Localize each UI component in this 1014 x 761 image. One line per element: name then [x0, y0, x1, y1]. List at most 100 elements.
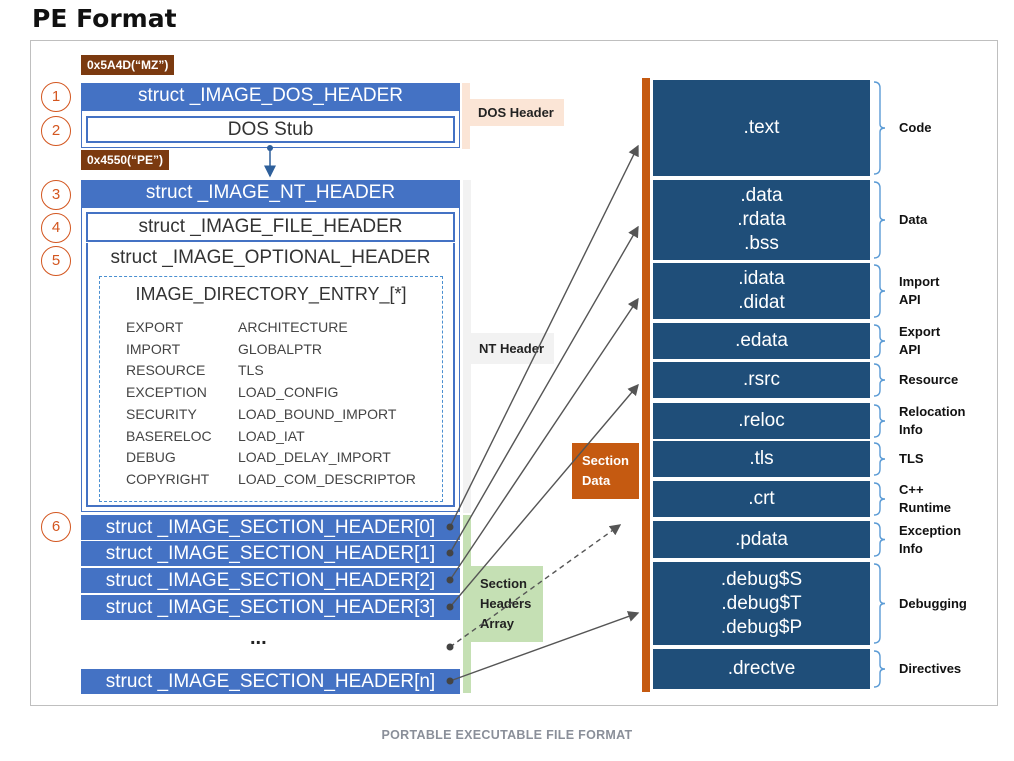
section-header-ellipsis: ... [250, 627, 267, 649]
section-name: .debug$S [720, 568, 803, 590]
section-purpose-line: Info [899, 422, 923, 437]
dos-region-bar [462, 83, 470, 149]
directory-entry-right-item: ARCHITECTURE [238, 319, 348, 335]
section-name: .data [740, 185, 783, 206]
section-purpose-line: Code [899, 120, 932, 135]
section-header-1: struct _IMAGE_SECTION_HEADER[1] [81, 541, 460, 566]
section-debugS-box: .debug$S.debug$T.debug$P [653, 562, 870, 645]
section-purpose-line: Relocation [899, 404, 966, 419]
section-purpose-label: Directives [899, 660, 961, 678]
section-purpose-line: API [899, 292, 921, 307]
section-name: .text [743, 117, 780, 138]
section-name: .drectve [727, 658, 796, 679]
section-purpose-label: Resource [899, 371, 958, 389]
section-purpose-label: C++ Runtime [899, 481, 951, 517]
directory-entry-right-item: LOAD_BOUND_IMPORT [238, 405, 397, 422]
section-brace [873, 81, 886, 175]
marker-2: 2 [41, 116, 71, 146]
marker-4: 4 [41, 213, 71, 243]
section-edata-box: .edata [653, 323, 870, 359]
section-purpose-line: Exception [899, 522, 962, 538]
figure-caption: PORTABLE EXECUTABLE FILE FORMAT [381, 728, 633, 742]
section-brace [873, 363, 886, 397]
directory-entry-right-item: LOAD_CONFIG [238, 384, 339, 401]
section-brace [873, 442, 886, 476]
section-drectve-box: .drectve [653, 649, 870, 689]
section-name: .didat [738, 292, 785, 313]
section-purpose-line: Runtime [899, 500, 951, 515]
section-header-2: struct _IMAGE_SECTION_HEADER[2] [81, 568, 460, 593]
section-purpose-line: Data [899, 212, 928, 227]
section-purpose-label: Data [899, 211, 927, 229]
dos-stub-box: DOS Stub [86, 116, 455, 143]
section-data-bar [642, 78, 650, 692]
section-reloc-box: .reloc [653, 403, 870, 439]
section-tls-box: .tls [653, 441, 870, 477]
section-header-n: struct _IMAGE_SECTION_HEADER[n] [81, 669, 460, 694]
section-name: .pdata [735, 528, 788, 550]
section-name: .idata [738, 268, 785, 289]
directory-entry-right-item: GLOBALPTR [238, 340, 323, 357]
directory-entry-right-item: LOAD_DELAY_IMPORT [238, 449, 391, 466]
section-purpose-line: API [899, 342, 921, 357]
section-name: .crt [748, 488, 775, 509]
section-header-0: struct _IMAGE_SECTION_HEADER[0] [81, 515, 460, 540]
section-purpose-line: Debugging [899, 595, 967, 611]
pe-signature-badge: 0x4550(“PE”) [81, 150, 170, 170]
section-header-3: struct _IMAGE_SECTION_HEADER[3] [81, 595, 460, 620]
directory-entry-label: IMAGE_DIRECTORY_ENTRY_[*] [135, 284, 407, 304]
section-name: .rdata [737, 209, 786, 230]
section-brace [873, 482, 886, 516]
directory-entry-left-item: RESOURCE [126, 362, 206, 379]
section-crt-box: .crt [653, 481, 870, 517]
section-purpose-label: Debugging [899, 595, 967, 613]
section-name: .tls [749, 448, 774, 469]
section-name: .reloc [738, 410, 785, 431]
section-text-box: .text [653, 80, 870, 176]
section-brace [873, 264, 886, 318]
dos-header-box: struct _IMAGE_DOS_HEADER [81, 83, 460, 110]
section-idata-box: .idata .didat [653, 263, 870, 319]
section-data-box: .data .rdata .bss [653, 180, 870, 260]
section-rsrc-box: .rsrc [653, 362, 870, 398]
section-purpose-line: Export [899, 324, 941, 339]
section-brace [873, 522, 886, 557]
section-purpose-line: C++ [899, 482, 924, 497]
marker-5: 5 [41, 246, 71, 276]
section-purpose-line: TLS [899, 451, 924, 466]
section-name: .bss [744, 233, 779, 254]
section-name: .debug$T [721, 592, 802, 614]
section-purpose-label: TLS [899, 450, 924, 468]
dos-header-region-label: DOS Header [468, 99, 564, 126]
marker-1: 1 [41, 82, 71, 112]
section-brace [873, 563, 886, 644]
section-purpose-label: Code [899, 119, 932, 137]
marker-3: 3 [41, 180, 71, 210]
section-purpose-line: Directives [899, 661, 962, 676]
section-brace [873, 404, 886, 438]
mz-signature-badge: 0x5A4D(“MZ”) [81, 55, 175, 75]
section-name: .debug$P [720, 616, 803, 638]
nt-header-box: struct _IMAGE_NT_HEADER [81, 180, 460, 207]
section-name: .edata [735, 330, 788, 351]
page-title: PE Format [32, 4, 177, 33]
section-purpose-line: Info [899, 540, 923, 556]
optional-header-label: struct _IMAGE_OPTIONAL_HEADER [110, 247, 431, 268]
directory-entry-left-item: IMPORT [126, 340, 181, 357]
directory-entry-right-item: LOAD_IAT [238, 427, 305, 444]
directory-entry-left-item: EXPORT [126, 319, 184, 335]
section-name: .rsrc [743, 369, 780, 390]
directory-entry-box [99, 276, 443, 502]
directory-entry-left-item: BASERELOC [126, 427, 212, 444]
section-brace [873, 181, 886, 259]
directory-entry-left-item: COPYRIGHT [126, 470, 210, 487]
diagram-frame [30, 40, 998, 706]
directory-entry-right-item: TLS [238, 362, 264, 379]
marker-6: 6 [41, 512, 71, 542]
file-header-box: struct _IMAGE_FILE_HEADER [86, 212, 455, 242]
section-brace [873, 650, 886, 688]
